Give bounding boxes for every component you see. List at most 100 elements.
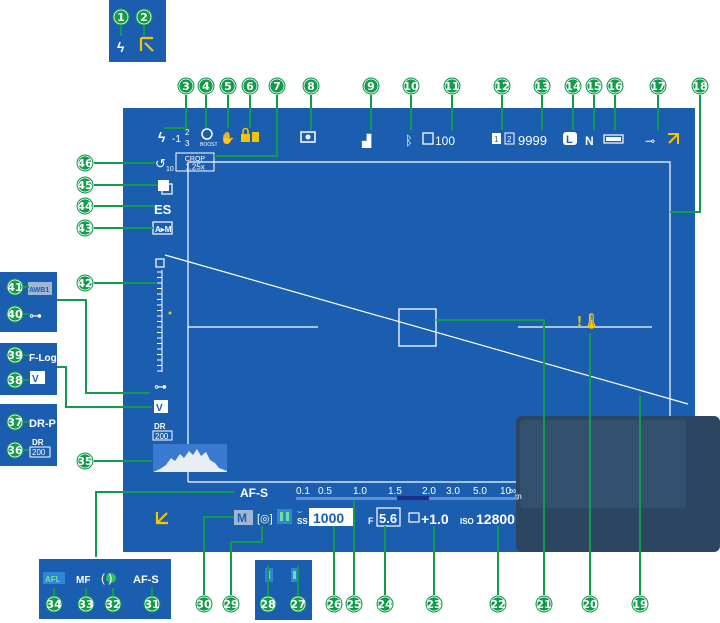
callout-number: 44 (77, 200, 93, 213)
callout-circle (177, 77, 195, 95)
film-sim-letter: V (156, 403, 163, 414)
callout-circle (6, 413, 24, 431)
callout-42: 42 (76, 274, 94, 292)
callout-ring (46, 596, 62, 612)
callout-ring (77, 177, 93, 193)
inset-focus-indicator (106, 573, 116, 583)
callout-circle (362, 77, 380, 95)
callout-ring (77, 275, 93, 291)
callout-15: 15 (585, 77, 603, 95)
callout-ring (242, 78, 258, 94)
callout-circle (345, 595, 363, 613)
callout-ring (534, 78, 550, 94)
distance-unit: m (515, 492, 522, 501)
callout-circle (489, 595, 507, 613)
inset-dr-box (29, 446, 51, 458)
callout-circle (325, 595, 343, 613)
temperature-warning-icon: !🌡 (577, 312, 601, 330)
callout-37: 37 (6, 413, 24, 431)
crop-box (175, 152, 215, 172)
battery-level (606, 137, 621, 141)
image-size-icon (563, 132, 577, 145)
callout-ring (223, 596, 239, 612)
callout-circle (45, 595, 63, 613)
callout-number: 29 (223, 598, 238, 611)
callout-number: 11 (444, 80, 459, 93)
exp-comp-icon (408, 512, 420, 523)
callout-21: 21 (535, 595, 553, 613)
callout-ring (607, 78, 623, 94)
callout-number: 4 (202, 80, 210, 93)
callout-number: 14 (565, 80, 581, 93)
callout-circle (6, 346, 24, 364)
ibis-icon: ✋ (220, 131, 235, 145)
callout-number: 36 (7, 444, 23, 457)
callout-number: 12 (494, 80, 509, 93)
frames-remaining: 9999 (518, 133, 547, 148)
metering-icon: [◎] (257, 513, 273, 525)
distance-label: 0.5 (318, 486, 332, 497)
callout-number: 43 (77, 222, 92, 235)
callout-17: 17 (649, 77, 667, 95)
ae-lock-icon (277, 509, 292, 524)
aperture: 5.6 (379, 511, 397, 526)
callout-circle (195, 595, 213, 613)
callout-ring (196, 596, 212, 612)
card-slot-2: 2 (507, 135, 512, 144)
callout-12: 12 (493, 77, 511, 95)
inset-lock-icon-b-inner (293, 571, 296, 579)
manual-focus-arrow (155, 512, 168, 525)
callout-31: 31 (143, 595, 161, 613)
distance-label: 5.0 (473, 486, 487, 497)
inset-drp: DR-P (29, 418, 56, 430)
callout-38: 38 (6, 371, 24, 389)
callout-ring (178, 78, 194, 94)
callout-number: 19 (632, 598, 647, 611)
callout-8: 8 (302, 77, 320, 95)
callout-ring (7, 306, 23, 322)
exposure-mode-box (234, 510, 253, 525)
film-sim-icon (154, 400, 168, 413)
callout-39: 39 (6, 346, 24, 364)
callout-circle (289, 595, 307, 613)
callout-number: 31 (144, 598, 159, 611)
af-frame (398, 308, 437, 347)
callout-circle (402, 77, 420, 95)
callout-number: 5 (224, 80, 232, 93)
callout-number: 27 (290, 598, 305, 611)
inset-flog: F-Log (29, 353, 57, 364)
callout-ring (7, 372, 23, 388)
callout-ring (536, 596, 552, 612)
callout-circle (425, 595, 443, 613)
boost-label: BOOST (200, 142, 218, 148)
callout-27: 27 (289, 595, 307, 613)
callout-23: 23 (425, 595, 443, 613)
callout-circle (143, 595, 161, 613)
callout-circle (6, 371, 24, 389)
callout-number: 42 (77, 277, 92, 290)
shutter-box (309, 508, 353, 526)
callout-33: 33 (77, 595, 95, 613)
callout-5: 5 (219, 77, 237, 95)
exp-comp: +1.0 (421, 511, 449, 527)
callout-number: 24 (377, 598, 393, 611)
dr-top: DR (154, 422, 166, 431)
callout-ring (303, 78, 319, 94)
callout-36: 36 (6, 441, 24, 459)
callout-circle (6, 278, 24, 296)
callout-circle (76, 154, 94, 172)
shutter-lock-icon: ⌣ (297, 507, 302, 516)
callout-circle (302, 77, 320, 95)
callout-35: 35 (76, 452, 94, 470)
callout-ring (7, 442, 23, 458)
callout-circle (533, 77, 551, 95)
battery-icon (603, 134, 624, 144)
callout-leader (230, 526, 263, 595)
exposure-comp-c: 3 (185, 139, 190, 148)
callout-circle (268, 77, 286, 95)
temperature-warning-top (252, 132, 259, 142)
bluetooth-icon: ᛒ (405, 133, 413, 148)
callout-ring (136, 9, 152, 25)
callout-number: 17 (650, 80, 665, 93)
callout-circle (76, 197, 94, 215)
